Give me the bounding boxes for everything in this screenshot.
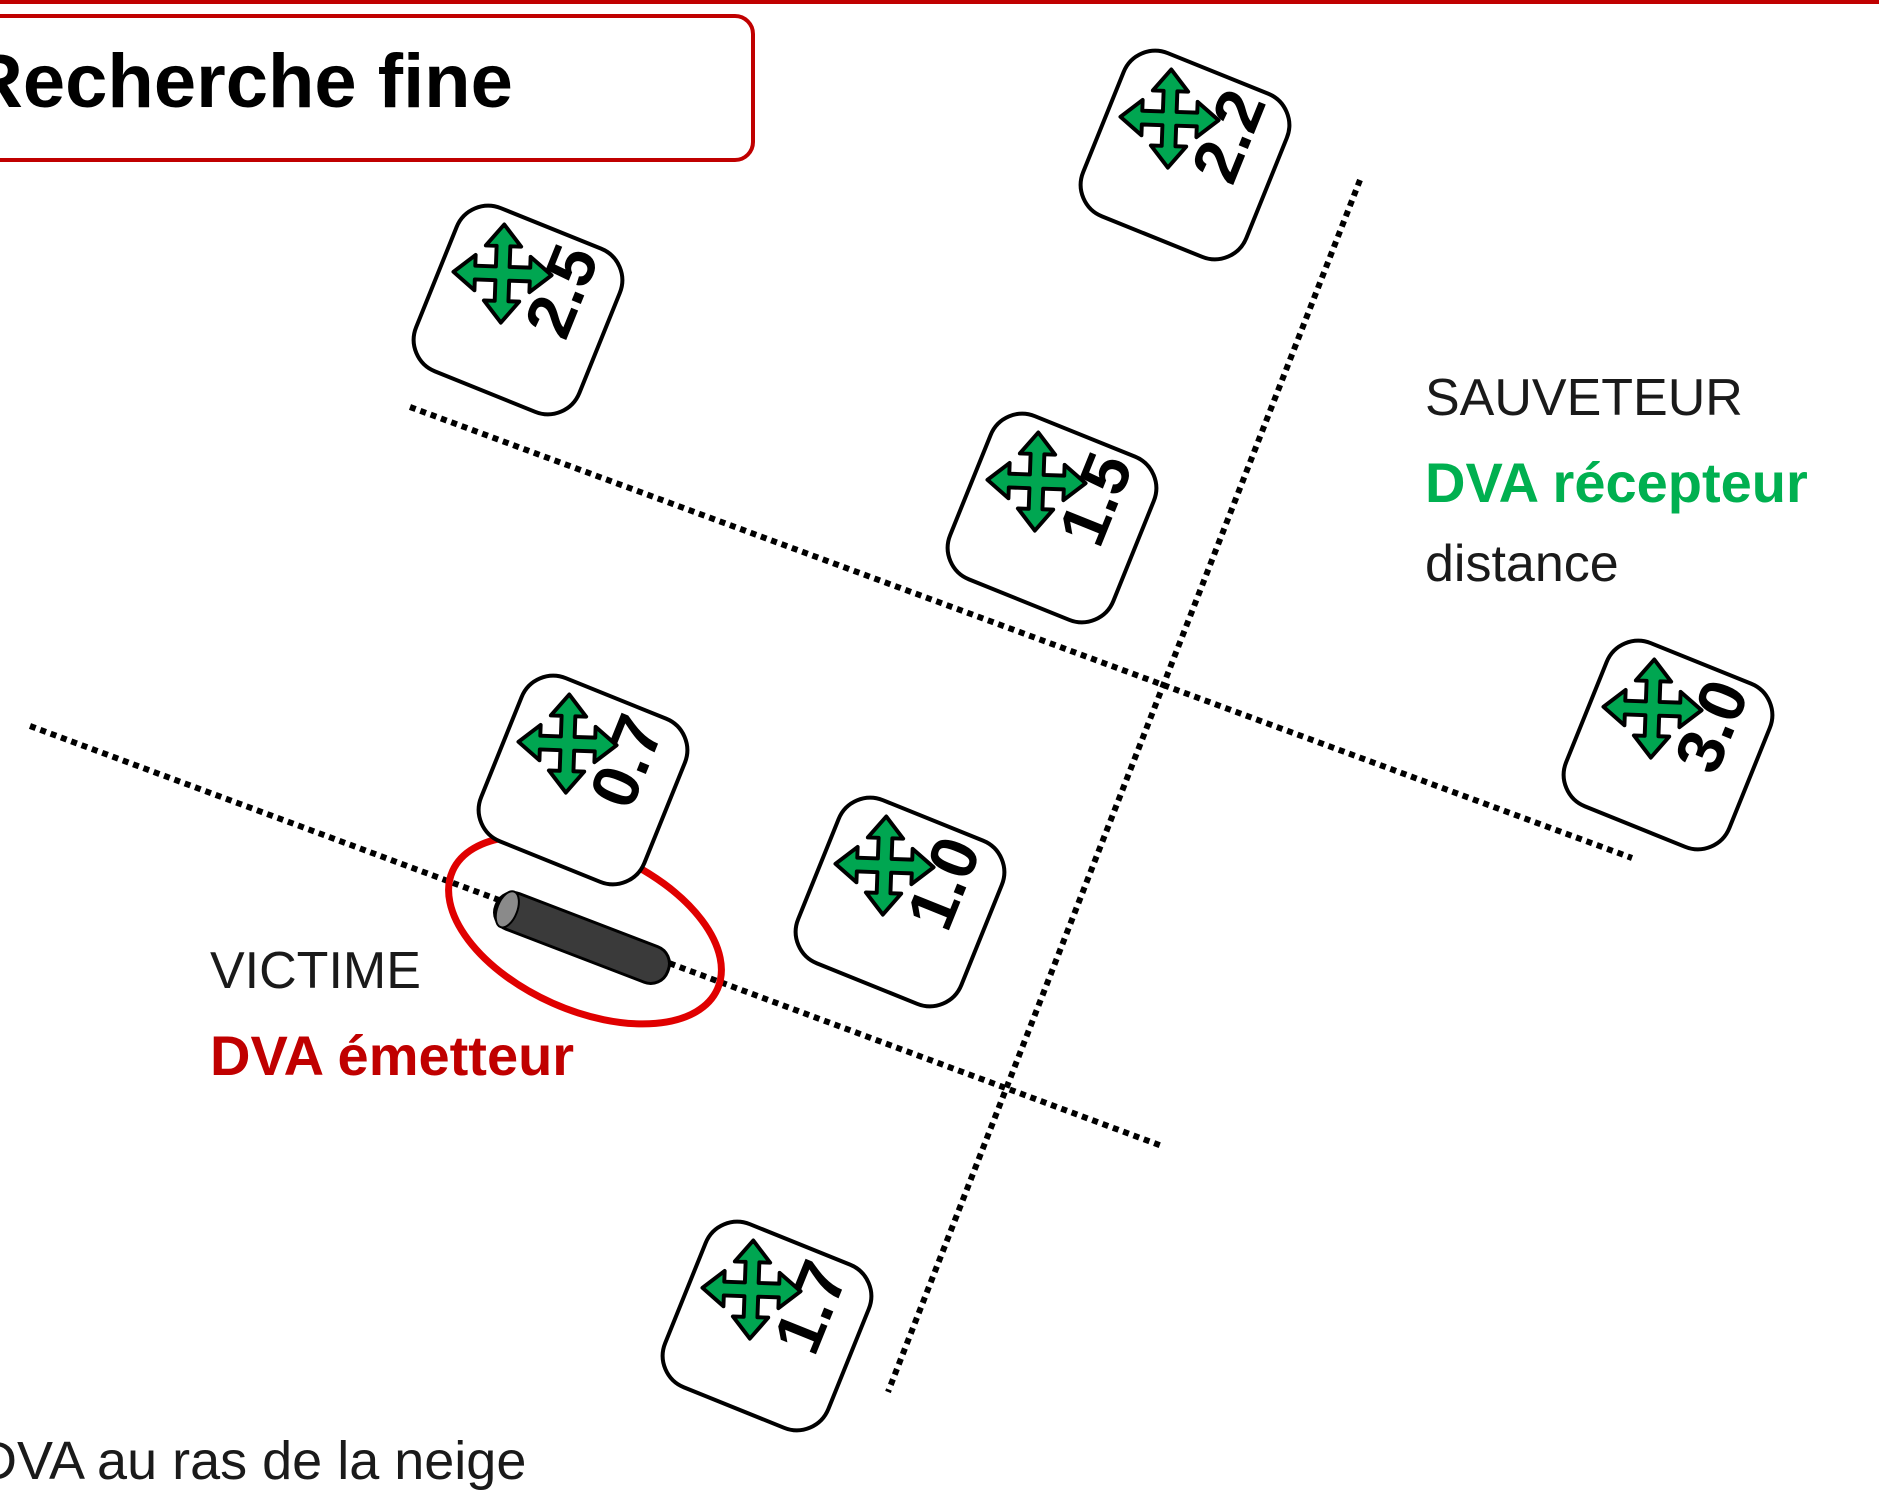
search-line-far (408, 404, 1634, 861)
search-line-near (28, 723, 1164, 1149)
rescuer-label: SAUVETEUR (1425, 369, 1743, 427)
victim-device: DVA émetteur (210, 1024, 575, 1087)
top-rule (0, 0, 1879, 4)
victim-label: VICTIME (210, 942, 421, 1000)
rescuer-reading: distance (1425, 535, 1619, 593)
transmitter-icon (493, 890, 671, 985)
title-box (0, 14, 755, 162)
footer-note: DVA au ras de la neige (0, 1431, 527, 1491)
search-line-cross (885, 178, 1363, 1394)
rescuer-device: DVA récepteur (1425, 451, 1808, 514)
page-title: Recherche fine (0, 39, 513, 124)
